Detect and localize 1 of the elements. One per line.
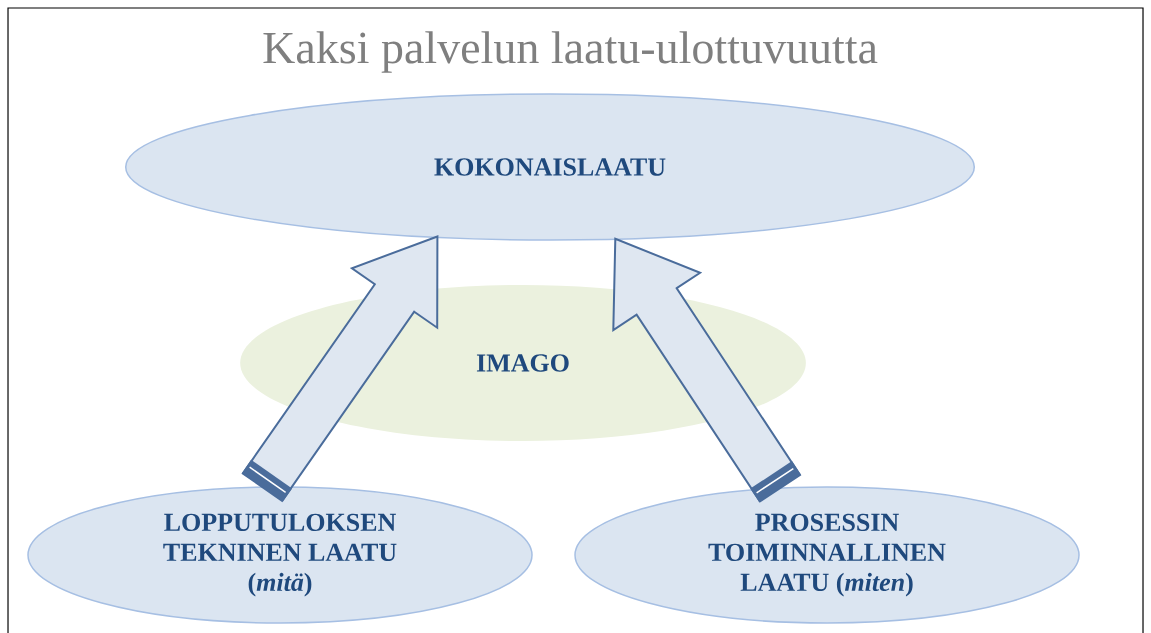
title: Kaksi palvelun laatu-ulottuvuutta xyxy=(263,31,878,73)
